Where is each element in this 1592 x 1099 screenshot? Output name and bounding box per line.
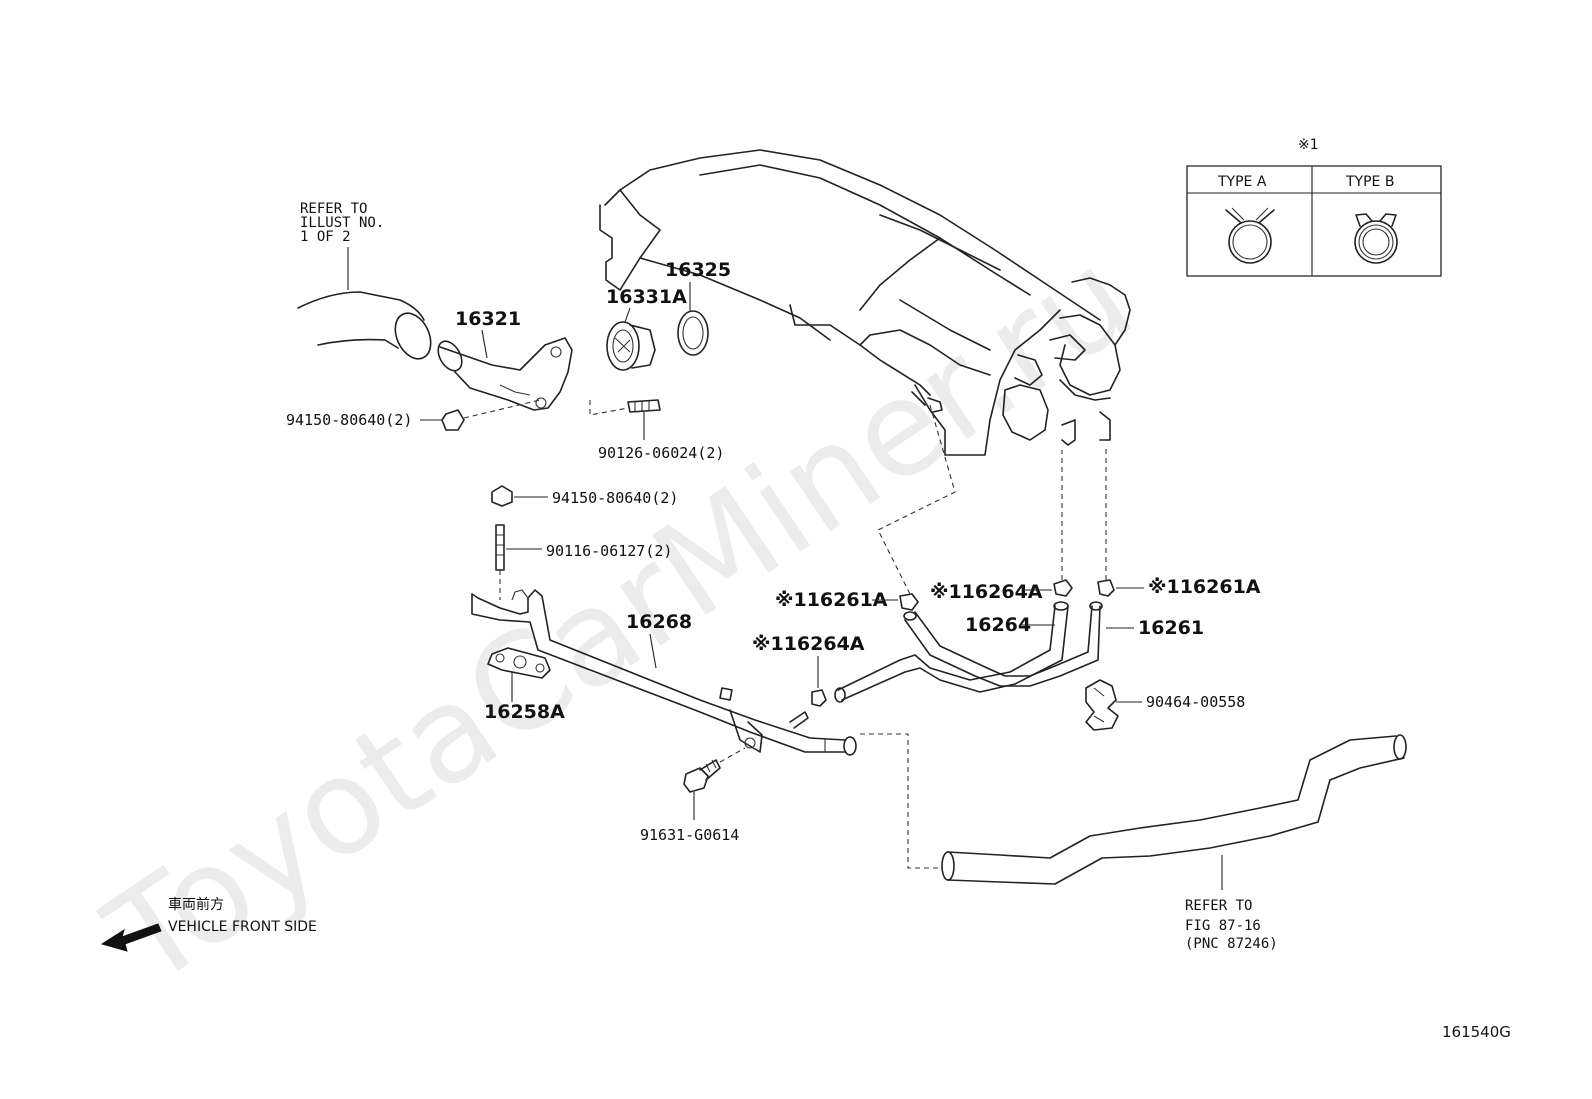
clamp-16264A-top: ※116264A bbox=[930, 450, 1073, 603]
label-16264A-top: ※116264A bbox=[930, 581, 1043, 603]
clamp-type-legend: ※1 TYPE A TYPE B bbox=[1186, 137, 1442, 277]
hose-16261: 16261 bbox=[903, 601, 1204, 687]
legend-marker: ※1 bbox=[1298, 137, 1319, 153]
gasket-16258A: 16258A bbox=[484, 647, 565, 723]
refer-illust-line1: REFER TO bbox=[300, 201, 367, 217]
bypass-pipe-16268: 16268 bbox=[471, 589, 857, 756]
refer-illust-line3: 1 OF 2 bbox=[300, 229, 351, 245]
hose-16264: 16264 bbox=[834, 601, 1069, 703]
thermostat-16331A: 16331A bbox=[606, 286, 687, 371]
clamp-16261A-right: ※116261A bbox=[1097, 448, 1261, 598]
dash-link-lower-hose bbox=[860, 733, 942, 869]
water-outlet-16321: 16321 bbox=[437, 308, 573, 411]
label-16261A-right: ※116261A bbox=[1148, 576, 1261, 598]
upper-hose-reference: REFER TO ILLUST NO. 1 OF 2 bbox=[297, 201, 432, 360]
label-16321: 16321 bbox=[455, 308, 521, 330]
refer-fig-line3: (PNC 87246) bbox=[1185, 936, 1278, 952]
front-side-japanese: 車両前方 bbox=[168, 896, 224, 913]
clamp-16264A-left: ※116264A bbox=[752, 633, 865, 707]
label-16268: 16268 bbox=[626, 611, 692, 633]
front-side-english: VEHICLE FRONT SIDE bbox=[168, 919, 317, 935]
legend-type-b: TYPE B bbox=[1345, 174, 1394, 190]
stud-90126: 90126-06024(2) bbox=[589, 399, 724, 462]
engine-block-illustration bbox=[599, 149, 1131, 456]
label-90116: 90116-06127(2) bbox=[546, 542, 672, 560]
label-94150-middle: 94150-80640(2) bbox=[552, 489, 678, 507]
label-16264: 16264 bbox=[965, 614, 1031, 636]
vehicle-front-indicator: 車両前方 VEHICLE FRONT SIDE bbox=[100, 896, 317, 952]
clamp-90464: 90464-00558 bbox=[1085, 679, 1245, 731]
label-16261: 16261 bbox=[1138, 617, 1204, 639]
clamp-16261A-left: ※116261A bbox=[775, 404, 956, 611]
label-16258A: 16258A bbox=[484, 701, 565, 723]
refer-fig-line1: REFER TO bbox=[1185, 898, 1252, 914]
label-90464: 90464-00558 bbox=[1146, 693, 1245, 711]
lower-hose-reference: REFER TO FIG 87-16 (PNC 87246) bbox=[941, 734, 1407, 952]
legend-type-a: TYPE A bbox=[1217, 174, 1267, 190]
label-90126: 90126-06024(2) bbox=[598, 444, 724, 462]
refer-illust-line2: ILLUST NO. bbox=[300, 215, 384, 231]
nut-94150-upper: 94150-80640(2) bbox=[286, 399, 541, 431]
label-91631: 91631-G0614 bbox=[640, 826, 739, 844]
label-16264A-left: ※116264A bbox=[752, 633, 865, 655]
bolt-91631: 91631-G0614 bbox=[640, 747, 746, 844]
label-16261A-left: ※116261A bbox=[775, 589, 888, 611]
label-16325: 16325 bbox=[665, 259, 731, 281]
label-16331A: 16331A bbox=[606, 286, 687, 308]
stud-90116: 90116-06127(2) bbox=[495, 524, 672, 600]
figure-code: 161540G bbox=[1442, 1023, 1511, 1041]
gasket-16325: 16325 bbox=[665, 259, 731, 356]
label-94150-upper: 94150-80640(2) bbox=[286, 411, 412, 429]
nut-94150-middle: 94150-80640(2) bbox=[491, 485, 678, 507]
front-arrow-icon bbox=[100, 923, 162, 952]
refer-fig-line2: FIG 87-16 bbox=[1185, 918, 1261, 934]
